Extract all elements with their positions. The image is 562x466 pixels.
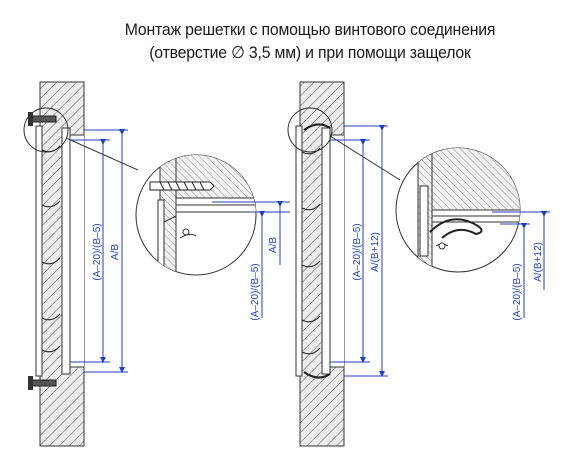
right-detail-inner-label: (A–20)/(B–5) <box>512 263 523 320</box>
right-outer-dim-label: A/(B+12) <box>370 232 381 272</box>
right-inner-dim-label: (A–20)/(B–5) <box>352 223 363 280</box>
left-screw-top <box>28 112 57 126</box>
right-frame <box>321 127 331 375</box>
left-outer-dim-label: A/B <box>110 244 121 260</box>
title-line-1: Монтаж решетки с помощью винтового соеди… <box>124 20 496 39</box>
left-screw-bottom <box>28 376 57 390</box>
right-clip-bottom <box>303 371 331 379</box>
right-clip-top <box>303 123 331 131</box>
left-opening <box>70 135 84 367</box>
left-detail-marker <box>23 107 69 153</box>
right-dim-lines <box>330 125 388 377</box>
left-frame <box>61 127 71 375</box>
right-assembly: (A–20)/(B–5) A/(B+12) <box>287 81 401 447</box>
left-dim-lines <box>70 129 128 373</box>
left-inner-dim-label: (A–20)/(B–5) <box>92 223 103 280</box>
right-detail-marker <box>287 107 333 153</box>
left-detail-outer-label: A/B <box>268 237 279 253</box>
right-opening <box>330 135 344 367</box>
right-detail-outer-label: A/(B+12) <box>533 242 544 282</box>
diagram-title: Монтаж решетки с помощью винтового соеди… <box>78 18 543 64</box>
right-faceplate <box>295 125 303 377</box>
right-louvres <box>301 147 321 355</box>
left-assembly: (A–20)/(B–5) A/B <box>23 81 139 447</box>
left-detail-inner-label: (A–20)/(B–5) <box>250 263 261 320</box>
left-detail: A/B (A–20)/(B–5) <box>135 154 290 321</box>
right-detail: A/(B+12) (A–20)/(B–5) <box>395 147 550 321</box>
title-line-2: (отверстие ∅ 3,5 мм) и при помощи защело… <box>149 43 471 62</box>
left-faceplate <box>35 125 43 377</box>
